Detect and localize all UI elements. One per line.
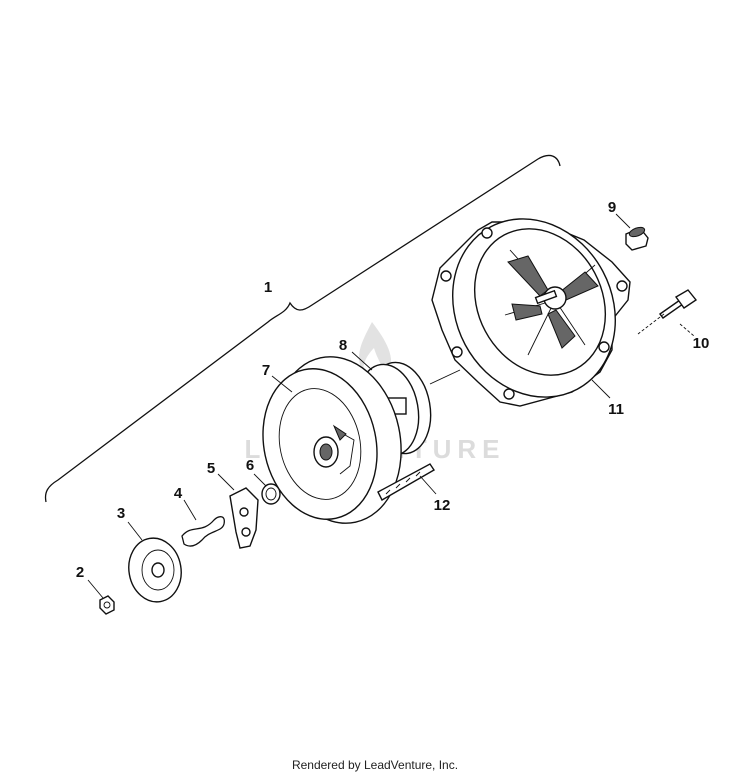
bolt-part-10 (659, 289, 698, 319)
callout-8: 8 (339, 337, 347, 354)
housing-part-11 (431, 218, 631, 407)
callout-12: 12 (434, 497, 451, 514)
washer-part-3 (128, 537, 182, 603)
footer-credit: Rendered by LeadVenture, Inc. (291, 758, 459, 772)
callout-6: 6 (246, 457, 254, 474)
callout-4: 4 (174, 485, 183, 502)
callout-2: 2 (76, 564, 84, 581)
cam-plate-part-5 (229, 487, 259, 549)
ring-part-6 (261, 483, 281, 505)
callout-labels: 1 2 3 4 5 6 7 8 9 10 11 12 (76, 199, 710, 581)
callout-9: 9 (608, 199, 616, 216)
callout-10: 10 (693, 335, 710, 352)
leader-lines (87, 213, 695, 599)
callout-7: 7 (262, 362, 270, 379)
callout-5: 5 (207, 460, 215, 477)
belt-part-12 (377, 463, 435, 501)
group-bracket (44, 154, 561, 503)
pulley-part-7 (262, 356, 402, 524)
callout-11: 11 (608, 401, 624, 418)
nut-part-2 (99, 595, 115, 615)
callout-3: 3 (117, 505, 125, 522)
clip-part-4 (181, 516, 225, 547)
callout-1: 1 (264, 279, 272, 296)
spacer-part-9 (625, 226, 649, 251)
